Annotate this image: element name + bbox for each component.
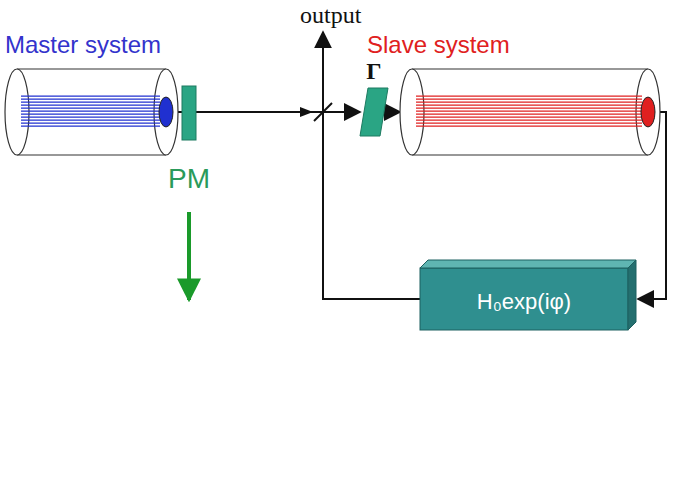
cylinder-end xyxy=(5,69,29,155)
gain-medium-line xyxy=(416,110,642,111)
modulation-arrow xyxy=(187,212,191,300)
coupling-plate: Γ xyxy=(360,88,388,136)
filter-box-side xyxy=(628,260,636,330)
gain-medium-line xyxy=(416,101,642,102)
modulator-plate xyxy=(182,86,196,140)
filter-box-face xyxy=(420,268,628,330)
feedback-filter-box: H₀exp(iφ) xyxy=(420,268,628,330)
gain-medium-line xyxy=(21,116,160,117)
gain-medium-line xyxy=(416,104,642,105)
gain-medium-line xyxy=(21,125,160,126)
gain-medium-line xyxy=(21,122,160,123)
gain-medium-line xyxy=(416,107,642,108)
gain-medium-line xyxy=(21,119,160,120)
filter-box-top xyxy=(420,260,636,268)
cylinder-end xyxy=(154,69,178,155)
gain-medium-line xyxy=(416,98,642,99)
beam-path xyxy=(388,111,400,113)
transfer-function: H₀exp(iφ) xyxy=(477,290,571,314)
phase-modulator: PM xyxy=(182,86,196,140)
gain-medium-line xyxy=(416,119,642,120)
gain-medium-line xyxy=(21,95,160,96)
cylinder-body xyxy=(412,69,648,155)
cylinder-end xyxy=(636,69,660,155)
node-heading: Γ xyxy=(366,58,381,84)
node-heading: Master system xyxy=(5,32,161,58)
beam-path xyxy=(178,111,182,113)
gain-medium-line xyxy=(21,107,160,108)
gain-medium-line xyxy=(416,125,642,126)
gain-medium-line xyxy=(21,110,160,111)
master-laser-outline xyxy=(5,68,178,156)
slave-laser-outline xyxy=(400,68,660,156)
node-heading: Slave system xyxy=(367,32,510,58)
gain-medium-line xyxy=(21,98,160,99)
gain-medium-line xyxy=(21,113,160,114)
gain-medium-line xyxy=(21,104,160,105)
cylinder-body xyxy=(17,69,166,155)
gain-medium-line xyxy=(416,95,642,96)
cylinder-end xyxy=(400,69,424,155)
coupling-plate-outline xyxy=(360,88,388,136)
gain-medium-line xyxy=(21,101,160,102)
laser-facet xyxy=(159,97,173,127)
master-laser: Master system xyxy=(5,68,178,156)
phase-modulator-outline xyxy=(182,86,196,140)
coupling-plate-shape xyxy=(360,88,388,136)
node-heading: PM xyxy=(168,164,210,195)
gain-medium-line xyxy=(416,113,642,114)
output-label: output xyxy=(300,2,361,28)
slave-laser: Slave system xyxy=(400,68,660,156)
gain-medium-line xyxy=(416,122,642,123)
gain-medium-line xyxy=(416,116,642,117)
laser-facet xyxy=(641,97,655,127)
output-arrow xyxy=(322,32,324,112)
